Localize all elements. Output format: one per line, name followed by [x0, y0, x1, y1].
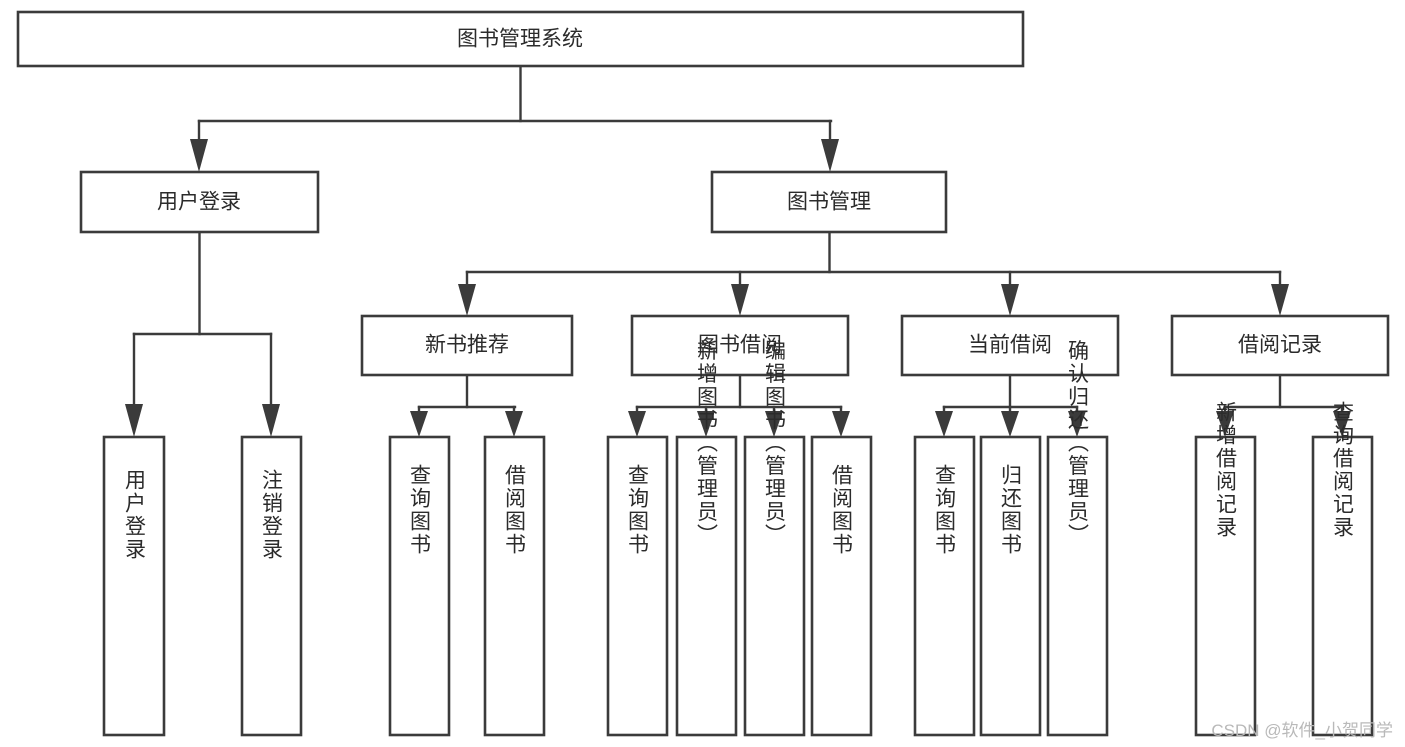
- leaf-query-book-3-box[interactable]: [913, 435, 976, 737]
- leaf-borrow-book-2-box[interactable]: [810, 435, 873, 737]
- arrow-to-book-borrow-icon: [731, 284, 749, 316]
- arrow-borrow-record-leaf-1-icon: [1216, 411, 1234, 437]
- leaf-query-book-2-label: 查询图书: [626, 464, 650, 556]
- arrow-root-to-book-manage-icon: [821, 139, 839, 172]
- arrow-current-borrow-leaf-1-icon: [935, 411, 953, 437]
- node-book-manage-label: 图书管理: [787, 191, 871, 214]
- leaf-node-user-login[interactable]: 用户登录: [102, 435, 166, 737]
- node-new-book-recommend[interactable]: 新书推荐: [360, 314, 574, 377]
- leaf-query-book-1-label: 查询图书: [408, 464, 432, 556]
- node-user-login-box[interactable]: [79, 170, 320, 234]
- arrow-borrow-record-leaf-2-icon: [1333, 411, 1351, 437]
- node-borrow-record-box[interactable]: [1170, 314, 1390, 377]
- arrow-new-book-leaf-2-icon: [505, 411, 523, 437]
- node-book-borrow-box[interactable]: [630, 314, 850, 377]
- node-user-login[interactable]: 用户登录: [79, 170, 320, 234]
- node-new-book-recommend-box[interactable]: [360, 314, 574, 377]
- leaf-logout-label: 注销登录: [260, 469, 284, 561]
- leaf-node-borrow-book-2[interactable]: 借阅图书: [810, 435, 873, 737]
- leaf-node-edit-book[interactable]: 编辑图书（管理员）: [743, 340, 806, 737]
- leaf-query-book-1-box[interactable]: [388, 435, 451, 737]
- leaf-logout-box[interactable]: [240, 435, 303, 737]
- leaf-return-book-box[interactable]: [979, 435, 1042, 737]
- node-current-borrow-label: 当前借阅: [968, 334, 1052, 357]
- leaf-node-borrow-book-1[interactable]: 借阅图书: [483, 435, 546, 737]
- leaf-borrow-book-1-box[interactable]: [483, 435, 546, 737]
- leaf-edit-book-label: 编辑图书（管理员）: [763, 340, 787, 547]
- node-root-label: 图书管理系统: [457, 28, 583, 51]
- leaf-node-query-book-1[interactable]: 查询图书: [388, 435, 451, 737]
- leaf-borrow-book-2-label: 借阅图书: [830, 464, 854, 556]
- arrow-to-current-borrow-icon: [1001, 284, 1019, 316]
- leaf-confirm-return-box[interactable]: [1046, 435, 1109, 737]
- leaf-user-login-label: 用户登录: [123, 469, 147, 561]
- arrow-new-book-leaf-1-icon: [410, 411, 428, 437]
- arrow-book-borrow-leaf-2-icon: [697, 411, 715, 437]
- leaf-add-record-label: 新增借阅记录: [1214, 401, 1238, 539]
- arrow-to-new-book-recommend-icon: [458, 284, 476, 316]
- leaf-node-query-book-3[interactable]: 查询图书: [913, 435, 976, 737]
- arrow-book-borrow-leaf-1-icon: [628, 411, 646, 437]
- node-borrow-record[interactable]: 借阅记录: [1170, 314, 1390, 377]
- node-root-box[interactable]: [16, 10, 1025, 68]
- leaf-add-book-label: 新增图书（管理员）: [695, 340, 719, 547]
- node-book-manage-box[interactable]: [710, 170, 948, 234]
- arrow-to-borrow-record-icon: [1271, 284, 1289, 316]
- leaf-edit-book-box[interactable]: [743, 435, 806, 737]
- leaf-node-query-record[interactable]: 查询借阅记录: [1311, 401, 1374, 737]
- leaf-query-record-box[interactable]: [1311, 435, 1374, 737]
- arrow-root-to-user-login-icon: [190, 139, 208, 172]
- node-current-borrow[interactable]: 当前借阅: [900, 314, 1120, 377]
- leaf-query-book-2-box[interactable]: [606, 435, 669, 737]
- leaf-user-login-box[interactable]: [102, 435, 166, 737]
- leaf-node-query-book-2[interactable]: 查询图书: [606, 435, 669, 737]
- node-borrow-record-label: 借阅记录: [1238, 334, 1322, 357]
- node-user-login-label: 用户登录: [157, 191, 241, 214]
- node-current-borrow-box[interactable]: [900, 314, 1120, 377]
- node-new-book-recommend-label: 新书推荐: [425, 334, 509, 357]
- arrow-current-borrow-leaf-2-icon: [1001, 411, 1019, 437]
- leaf-query-book-3-label: 查询图书: [933, 464, 957, 556]
- arrow-user-login-leaf-2-icon: [262, 404, 280, 437]
- node-root[interactable]: 图书管理系统: [16, 10, 1025, 68]
- node-book-borrow[interactable]: 图书借阅: [630, 314, 850, 377]
- arrow-book-borrow-leaf-4-icon: [832, 411, 850, 437]
- arrow-book-borrow-leaf-3-icon: [765, 411, 783, 437]
- leaf-node-add-record[interactable]: 新增借阅记录: [1194, 401, 1257, 737]
- leaf-node-add-book[interactable]: 新增图书（管理员）: [675, 340, 738, 737]
- connector-layer: [125, 64, 1351, 437]
- leaf-return-book-label: 归还图书: [999, 464, 1023, 556]
- node-book-manage[interactable]: 图书管理: [710, 170, 948, 234]
- leaf-borrow-book-1-label: 借阅图书: [503, 464, 527, 556]
- arrow-user-login-leaf-1-icon: [125, 404, 143, 437]
- leaf-node-logout[interactable]: 注销登录: [240, 435, 303, 737]
- leaf-query-record-label: 查询借阅记录: [1331, 401, 1355, 539]
- leaf-node-confirm-return[interactable]: 确认归还（管理员）: [1046, 340, 1109, 737]
- node-book-borrow-label: 图书借阅: [698, 334, 782, 357]
- leaf-confirm-return-label: 确认归还（管理员）: [1066, 340, 1090, 547]
- leaf-add-book-box[interactable]: [675, 435, 738, 737]
- arrow-current-borrow-leaf-3-icon: [1068, 411, 1086, 437]
- leaf-node-return-book[interactable]: 归还图书: [979, 435, 1042, 737]
- leaf-add-record-box[interactable]: [1194, 435, 1257, 737]
